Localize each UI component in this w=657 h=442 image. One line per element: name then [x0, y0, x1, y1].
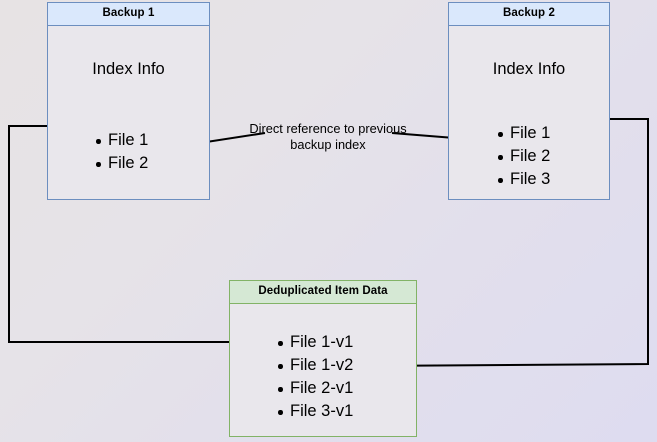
node-backup-2-section-label: Index Info [492, 60, 566, 78]
node-backup-2-body: Index Info File 1 File 2 File 3 [449, 26, 609, 199]
node-backup-2-header: Backup 2 [449, 3, 609, 26]
node-deduplicated-item-data[interactable]: Deduplicated Item Data File 1-v1 File 1-… [229, 280, 417, 437]
node-backup-1[interactable]: Backup 1 Index Info File 1 File 2 [47, 2, 210, 200]
node-backup-2[interactable]: Backup 2 Index Info File 1 File 2 File 3 [448, 2, 610, 200]
list-item: File 1-v1 [277, 331, 353, 354]
node-backup-1-section-label: Index Info [92, 60, 165, 78]
list-item: File 3 [497, 168, 550, 191]
list-item: File 2-v1 [277, 377, 353, 400]
list-item: File 3-v1 [277, 400, 353, 423]
node-backup-1-header: Backup 1 [48, 3, 209, 26]
list-item: File 2 [497, 145, 550, 168]
node-backup-1-body: Index Info File 1 File 2 [48, 26, 209, 199]
node-backup-2-file-list: File 1 File 2 File 3 [497, 122, 550, 191]
node-backup-1-file-list: File 1 File 2 [95, 129, 148, 175]
list-item: File 1 [95, 129, 148, 152]
list-item: File 1-v2 [277, 354, 353, 377]
node-deduplicated-item-data-header: Deduplicated Item Data [230, 281, 416, 304]
list-item: File 1 [497, 122, 550, 145]
annotation-direct-reference: Direct reference to previous backup inde… [249, 121, 407, 152]
list-item: File 2 [95, 152, 148, 175]
node-deduplicated-item-data-file-list: File 1-v1 File 1-v2 File 2-v1 File 3-v1 [277, 331, 353, 423]
node-deduplicated-item-data-body: File 1-v1 File 1-v2 File 2-v1 File 3-v1 [230, 304, 416, 436]
